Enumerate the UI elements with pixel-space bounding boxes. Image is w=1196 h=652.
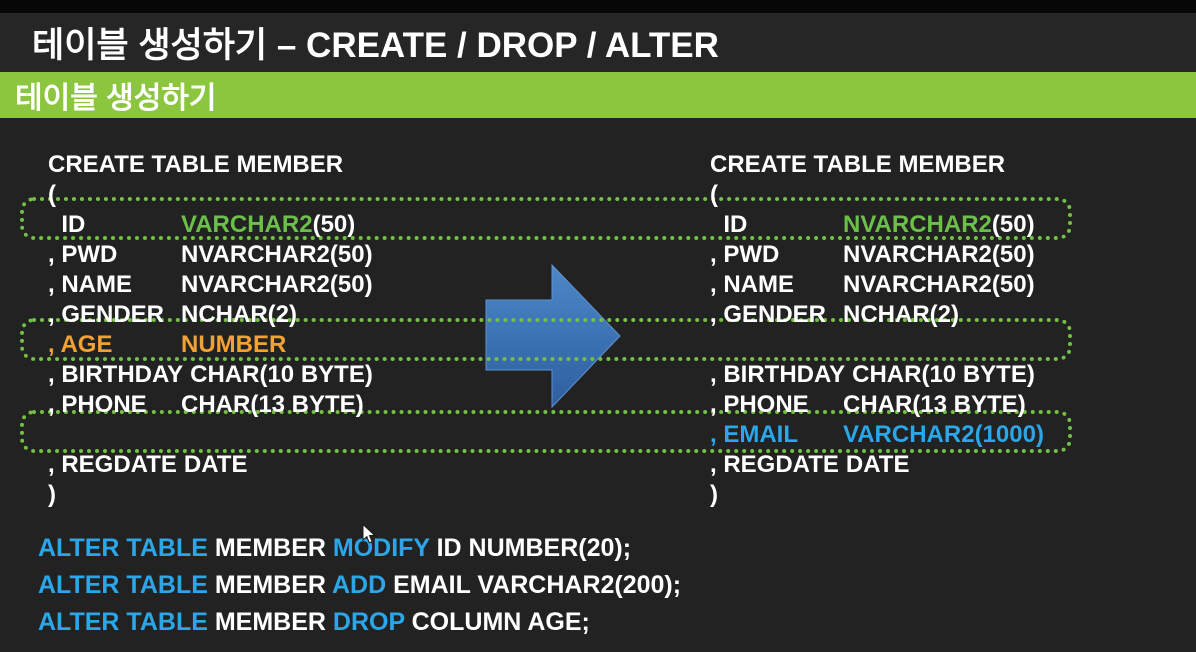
code-row: ID NVARCHAR2(50)	[710, 210, 1044, 240]
code-rows: ID NVARCHAR2(50) , PWD NVARCHAR2(50) , NAME N…	[710, 210, 1044, 480]
highlight-box-email-row	[20, 410, 1072, 453]
column-type: VARCHAR2(50)	[181, 211, 356, 238]
column-name: , REGDATE	[710, 451, 839, 478]
code-header: CREATE TABLE MEMBER	[48, 151, 344, 178]
column-type: NVARCHAR2(50)	[843, 211, 1035, 238]
highlight-box-id-row	[20, 197, 1072, 240]
close-paren: )	[710, 481, 718, 508]
column-type: NUMBER	[181, 331, 287, 358]
highlight-box-age-row	[20, 318, 1072, 361]
code-row: , PHONE CHAR(13 BYTE)	[710, 390, 1044, 420]
column-type: CHAR(13 BYTE)	[181, 391, 364, 418]
column-name: , NAME	[710, 271, 794, 298]
code-row: , GENDER NCHAR(2)	[710, 300, 1044, 330]
column-name: , EMAIL	[710, 421, 798, 448]
column-name: , PHONE	[710, 391, 809, 418]
code-row	[48, 420, 373, 450]
right-arrow-icon	[484, 262, 624, 417]
code-row: , EMAIL VARCHAR2(1000)	[710, 420, 1044, 450]
column-type: CHAR(10 BYTE)	[190, 361, 373, 388]
alter-statement: ALTER TABLE MEMBER ADD EMAIL VARCHAR2(20…	[38, 571, 682, 599]
page-title: 테이블 생성하기 – CREATE / DROP / ALTER	[32, 26, 719, 65]
column-name: , NAME	[48, 271, 132, 298]
column-name: , BIRTHDAY	[710, 361, 846, 388]
column-name	[710, 330, 836, 360]
top-edge-strip	[0, 0, 1196, 13]
column-type: NVARCHAR2(50)	[181, 241, 373, 268]
alter-statement: ALTER TABLE MEMBER MODIFY ID NUMBER(20);	[38, 534, 632, 562]
code-row: , NAME NVARCHAR2(50)	[710, 270, 1044, 300]
code-header: CREATE TABLE MEMBER	[710, 151, 1006, 178]
close-paren: )	[48, 481, 56, 508]
code-row: , AGE NUMBER	[48, 330, 373, 360]
code-row: , NAME NVARCHAR2(50)	[48, 270, 373, 300]
code-row: , GENDER NCHAR(2)	[48, 300, 373, 330]
column-name: , GENDER	[710, 301, 827, 328]
column-name	[48, 420, 174, 450]
column-type: NVARCHAR2(50)	[843, 241, 1035, 268]
column-name: , GENDER	[48, 301, 165, 328]
alter-statement: ALTER TABLE MEMBER DROP COLUMN AGE;	[38, 608, 590, 636]
open-paren: (	[710, 181, 718, 208]
column-name: ID	[48, 211, 86, 238]
column-name: ID	[710, 211, 748, 238]
column-name: , REGDATE	[48, 451, 177, 478]
column-type: VARCHAR2(1000)	[843, 421, 1044, 448]
open-paren: (	[48, 181, 56, 208]
column-type: CHAR(10 BYTE)	[852, 361, 1035, 388]
column-name: , PWD	[48, 241, 118, 268]
column-type: NVARCHAR2(50)	[843, 271, 1035, 298]
column-type: DATE	[183, 451, 248, 478]
column-type: NVARCHAR2(50)	[181, 271, 373, 298]
section-title: 테이블 생성하기	[15, 82, 217, 115]
alter-statements: ALTER TABLE MEMBER MODIFY ID NUMBER(20);…	[38, 530, 681, 641]
code-rows: ID VARCHAR2(50) , PWD NVARCHAR2(50) , NAME NV…	[48, 210, 373, 480]
code-row: ID VARCHAR2(50)	[48, 210, 373, 240]
column-type: NCHAR(2)	[181, 301, 297, 328]
column-name: , AGE	[48, 331, 113, 358]
code-row	[710, 330, 1044, 360]
mouse-cursor-icon	[362, 523, 377, 551]
column-name: , BIRTHDAY	[48, 361, 184, 388]
section-bar: 테이블 생성하기	[0, 72, 1196, 118]
column-type: CHAR(13 BYTE)	[843, 391, 1026, 418]
column-name: , PWD	[710, 241, 780, 268]
column-type: DATE	[845, 451, 910, 478]
code-row: , PHONE CHAR(13 BYTE)	[48, 390, 373, 420]
code-row: , PWD NVARCHAR2(50)	[710, 240, 1044, 270]
column-type: NCHAR(2)	[843, 301, 959, 328]
code-row: , PWD NVARCHAR2(50)	[48, 240, 373, 270]
title-bar: 테이블 생성하기 – CREATE / DROP / ALTER	[0, 13, 1196, 72]
column-name: , PHONE	[48, 391, 147, 418]
